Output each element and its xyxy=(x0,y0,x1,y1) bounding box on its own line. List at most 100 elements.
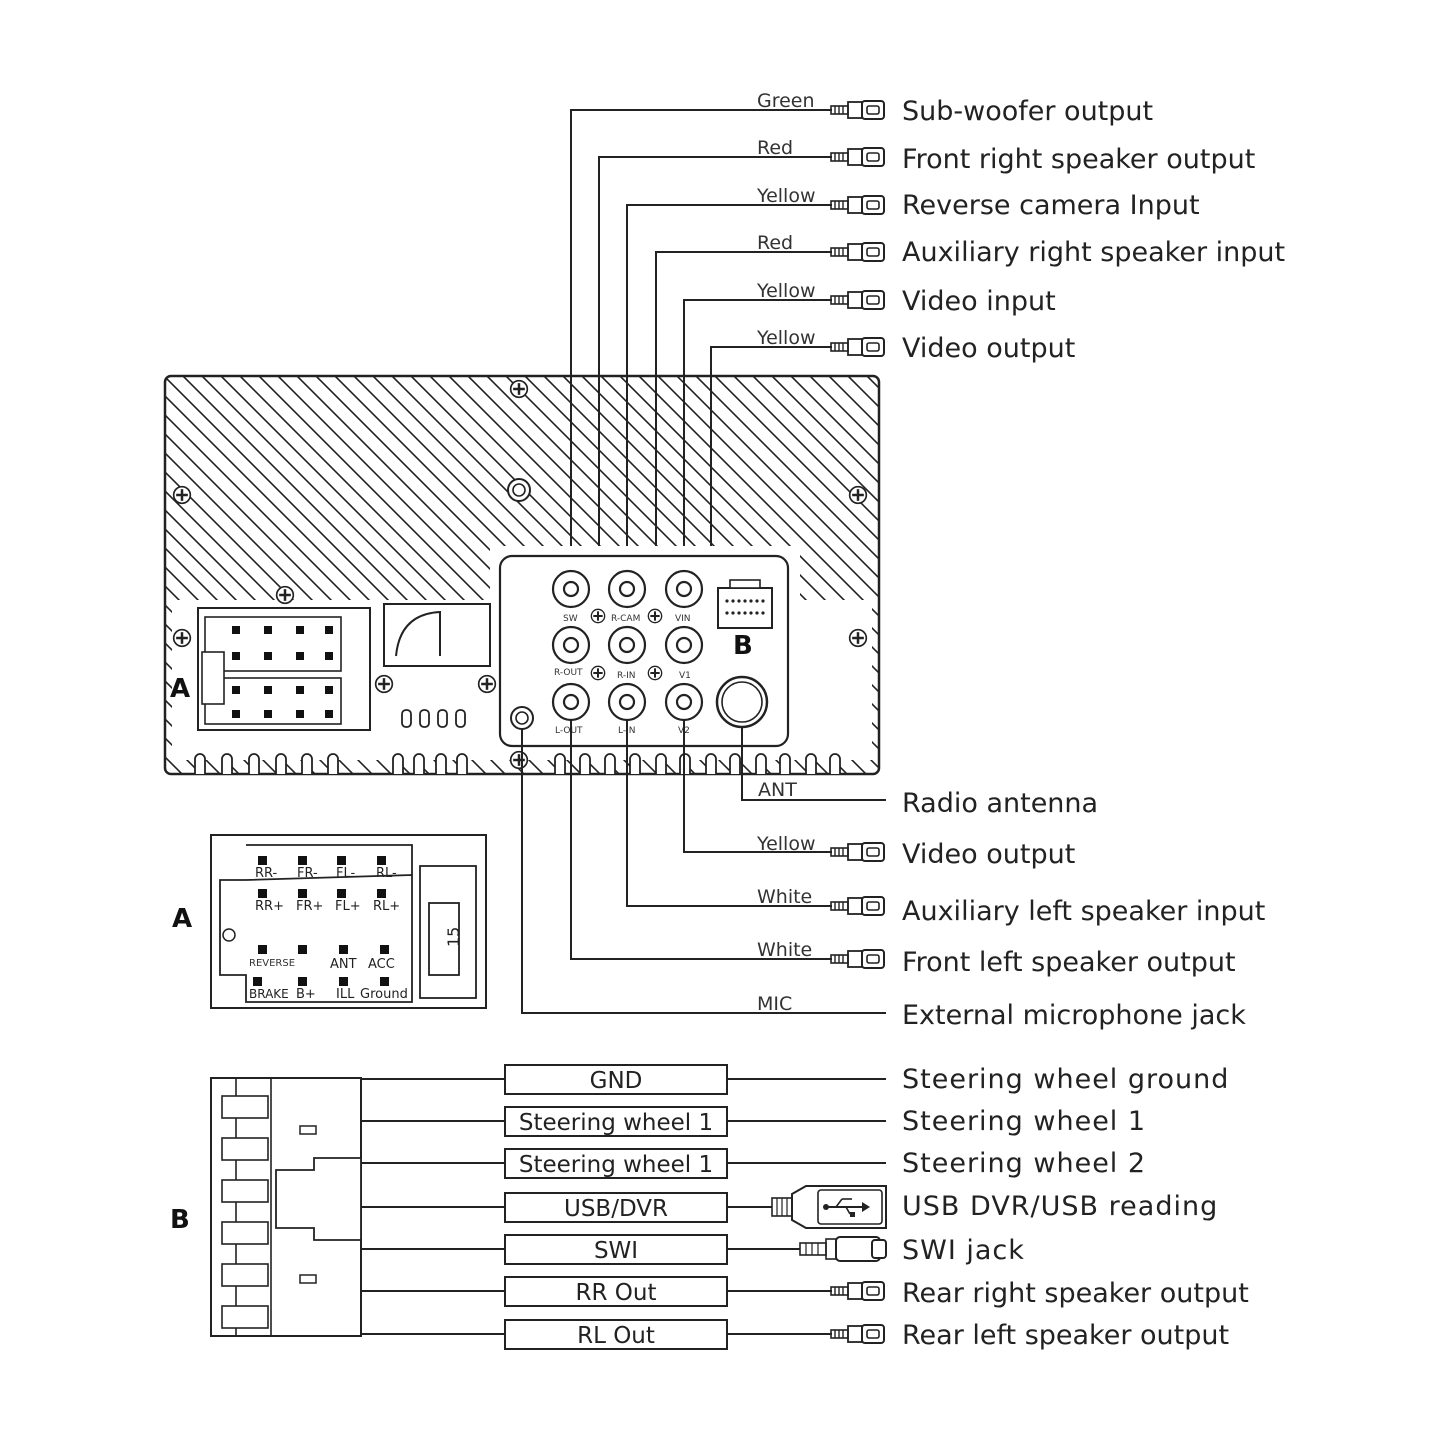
wire-color: White xyxy=(757,939,812,961)
wire-color: Green xyxy=(757,90,815,112)
pin-label: RL- xyxy=(376,866,397,881)
vent-slot xyxy=(604,753,616,774)
fin-line xyxy=(790,376,879,774)
fin-line xyxy=(809,376,879,774)
pin-label: REVERSE xyxy=(249,958,295,969)
pin-label: FL+ xyxy=(335,899,361,914)
wire-color: MIC xyxy=(757,993,792,1015)
wire-color: Yellow xyxy=(756,185,816,207)
rca-plug-icon xyxy=(830,242,885,262)
connector-a-letter: A xyxy=(170,674,190,704)
fuse-value: 15 xyxy=(444,927,463,947)
harness-b: B xyxy=(170,1064,1249,1351)
cable-label: Reverse camera Input xyxy=(902,190,1200,221)
cable-label: Radio antenna xyxy=(902,788,1098,819)
fin-line xyxy=(847,376,879,774)
video-output-bottom-wire xyxy=(683,720,832,853)
usb-plug-icon xyxy=(771,1185,887,1229)
subwoofer-wire xyxy=(570,109,832,589)
cable-label: Video input xyxy=(902,286,1056,317)
cable-label: SWI jack xyxy=(902,1235,1025,1266)
vent-slot xyxy=(705,753,717,774)
vent-slot xyxy=(456,753,468,774)
fin-line xyxy=(752,376,879,774)
vent-slot xyxy=(629,753,641,774)
wire-box-label: Steering wheel 1 xyxy=(519,1110,713,1136)
rca-plug-icon xyxy=(830,896,885,916)
cable-label: External microphone jack xyxy=(902,1000,1246,1031)
vent-slot xyxy=(194,753,206,774)
vent-slot xyxy=(729,753,741,774)
vent-slot xyxy=(301,753,313,774)
rca-plug-icon xyxy=(830,1324,885,1344)
jack-grid xyxy=(551,569,704,722)
pin-label: ANT xyxy=(330,957,357,972)
wire-color: Red xyxy=(757,232,793,254)
jack-label: R-CAM xyxy=(611,614,640,624)
screw-icon xyxy=(848,485,868,505)
vent-slot xyxy=(275,753,287,774)
bottom-rca-cables: ANT Yellow White White MIC Radio antenna… xyxy=(521,720,1265,1031)
fin-line xyxy=(638,376,879,774)
pin-label: ACC xyxy=(368,957,395,972)
antenna-wire xyxy=(741,727,886,801)
vent-slot xyxy=(327,753,339,774)
pin-label: B+ xyxy=(296,987,316,1002)
wire-box-label: GND xyxy=(590,1068,643,1094)
pin-label: BRAKE xyxy=(249,987,289,1001)
fin-line xyxy=(165,376,186,774)
cable-label: Rear left speaker output xyxy=(902,1320,1229,1351)
wire-color: ANT xyxy=(758,779,797,801)
aux-right-wire xyxy=(655,251,832,615)
cable-label: Auxiliary right speaker input xyxy=(902,237,1285,268)
vent-slot xyxy=(829,753,841,774)
cable-label: Front right speaker output xyxy=(902,144,1255,175)
cable-label: Rear right speaker output xyxy=(902,1278,1249,1309)
reverse-camera-wire xyxy=(626,204,832,589)
screw-icon xyxy=(590,665,606,681)
fin-line xyxy=(619,376,879,774)
vent-slot xyxy=(779,753,791,774)
screw-icon xyxy=(172,485,192,505)
jack-label: R-IN xyxy=(617,671,636,681)
screw-icon xyxy=(275,585,295,605)
video-input-wire xyxy=(683,299,832,589)
front-right-wire xyxy=(598,156,832,615)
vent-slot xyxy=(655,753,667,774)
cable-label: USB DVR/USB reading xyxy=(902,1191,1218,1222)
cable-label: Steering wheel 1 xyxy=(902,1106,1146,1137)
wire-box-label: SWI xyxy=(594,1238,638,1264)
connector-b-letter: B xyxy=(733,631,753,661)
jack-label: R-OUT xyxy=(554,668,583,678)
pin-label: FL- xyxy=(336,866,355,881)
wire-box-label: RR Out xyxy=(576,1280,657,1306)
cable-label: Auxiliary left speaker input xyxy=(902,896,1265,927)
rca-plug-icon xyxy=(830,147,885,167)
wire-color: White xyxy=(757,886,812,908)
pin-label: Ground xyxy=(360,987,408,1002)
vent-slot xyxy=(805,753,817,774)
vent-slot xyxy=(755,753,767,774)
screw-icon xyxy=(374,674,394,694)
fin-line xyxy=(924,376,1344,796)
top-rca-cables: Green Red Yellow Red Yellow Yellow Sub-w… xyxy=(570,90,1285,622)
pin-label: RR- xyxy=(255,866,278,881)
pin-label: ILL xyxy=(336,987,355,1002)
cable-label: Front left speaker output xyxy=(902,947,1236,978)
rca-plug-icon xyxy=(830,949,885,969)
wire-color: Yellow xyxy=(756,833,816,855)
rca-plug-icon xyxy=(830,1281,885,1301)
screw-icon xyxy=(647,665,663,681)
screw-icon xyxy=(848,628,868,648)
front-left-wire xyxy=(570,720,832,960)
pin-label: FR+ xyxy=(296,899,323,914)
jack-label: VIN xyxy=(675,614,691,624)
vent-slot xyxy=(435,753,447,774)
fin-line xyxy=(771,376,879,774)
cable-label: Steering wheel ground xyxy=(902,1064,1229,1095)
rca-plug-icon xyxy=(830,337,885,357)
wire-color: Yellow xyxy=(756,327,816,349)
wire-box-label: USB/DVR xyxy=(564,1196,668,1222)
fin-line xyxy=(714,376,879,774)
